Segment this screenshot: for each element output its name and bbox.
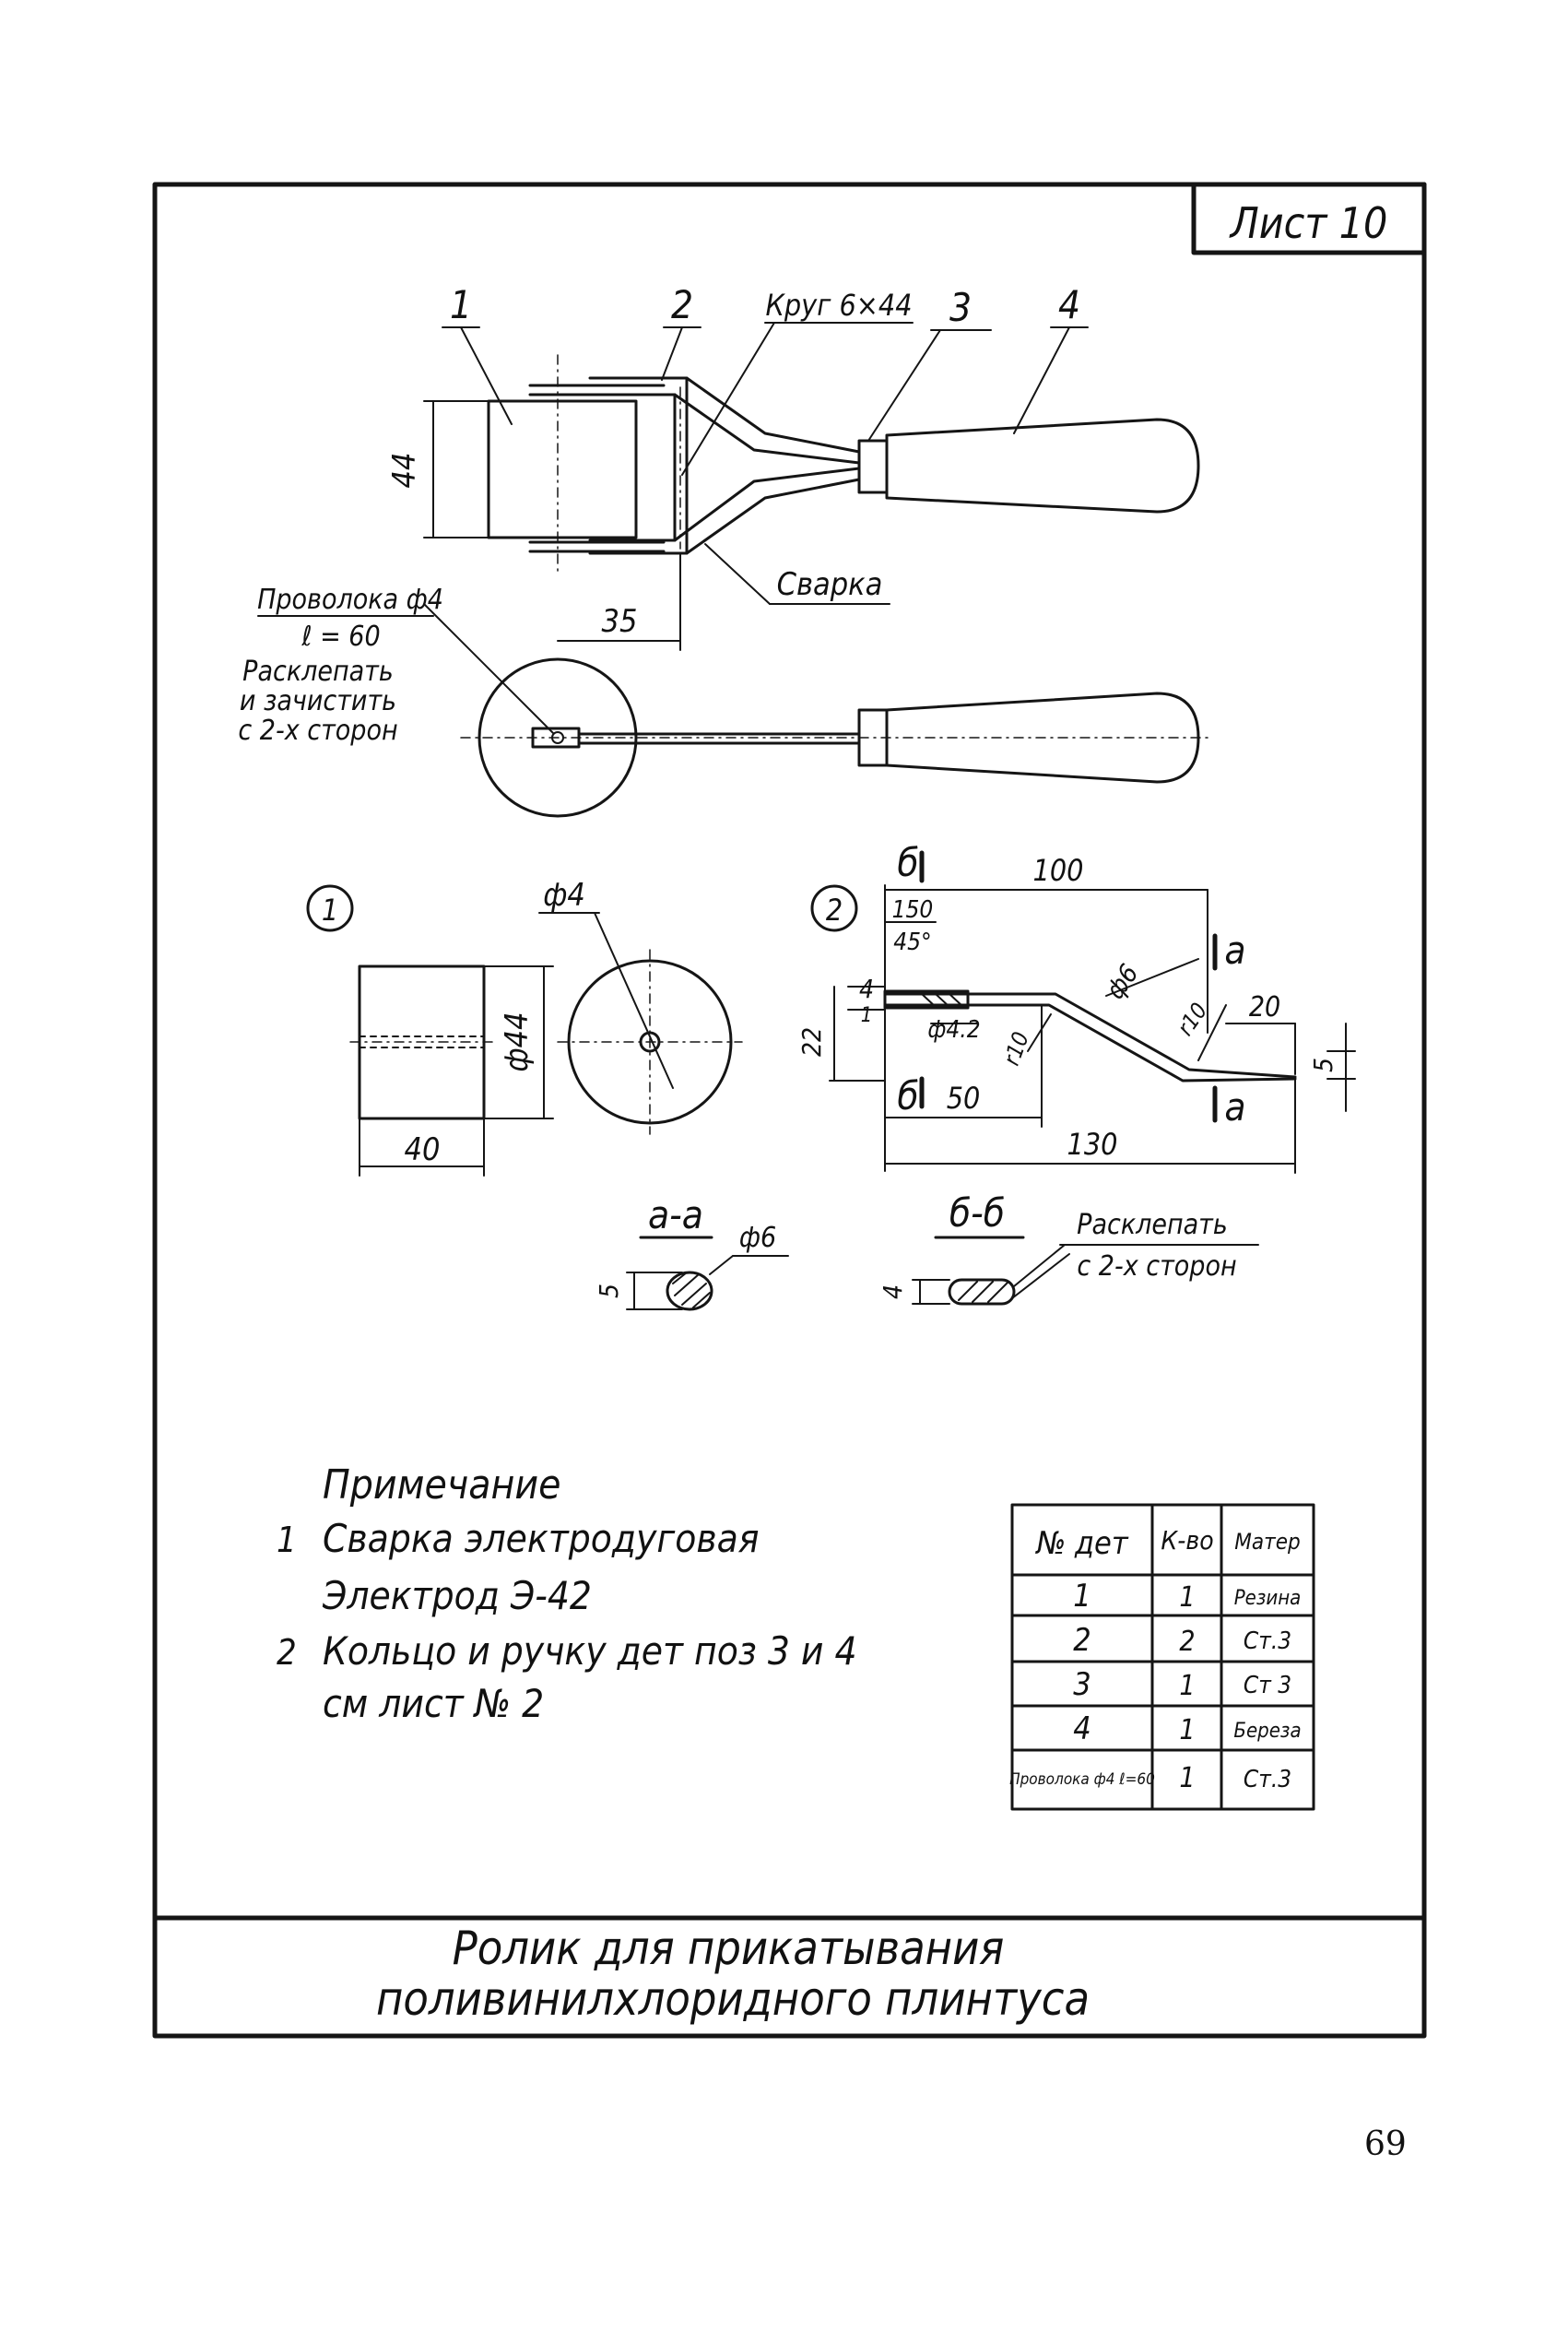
parts-table: № дет К-во Матер 1 1 Резина 2 2 Ст.3 3 1…: [1009, 1503, 1315, 1811]
notes-title: Примечание: [323, 1461, 560, 1509]
table-row-1-det: 1: [1073, 1578, 1091, 1615]
svg-text:Расклепать: Расклепать: [242, 656, 394, 688]
detail-1-marker: 1: [322, 893, 338, 928]
dim-5: 5: [1308, 1058, 1338, 1072]
table-header-det: № дет: [1034, 1525, 1129, 1562]
table-row-3-qty: 1: [1179, 1670, 1195, 1702]
section-bb-note-2: с 2-х сторон: [1077, 1250, 1236, 1283]
table-header-material: Матер: [1234, 1529, 1300, 1555]
pos-label-3: 3: [949, 285, 972, 330]
detail-1-dim-width: 40: [405, 1131, 441, 1168]
wire-note: Проволока ф4 ℓ = 60 Расклепать и зачисти…: [238, 584, 443, 747]
dim-width-35: 35: [602, 603, 638, 640]
dim-130: 130: [1067, 1127, 1118, 1162]
section-a-bottom-mark: а: [1224, 1084, 1245, 1130]
main-top-view: 1 2 Круг 6×44 3 4 Сварка 44 35: [386, 282, 1200, 651]
table-header-qty: К-во: [1161, 1525, 1213, 1556]
dim-20: 20: [1249, 991, 1280, 1024]
table-row-2-qty: 2: [1179, 1626, 1195, 1658]
title-block: Ролик для прикатывания поливинилхлоридно…: [376, 1922, 1090, 2026]
dim-r10-left: r10: [998, 1028, 1034, 1069]
sheet-label-box: Лист 10: [1191, 182, 1427, 255]
svg-text:с 2-х сторон: с 2-х сторон: [238, 715, 397, 747]
section-aa-title: а-а: [648, 1192, 703, 1237]
section-b-top-mark: б: [897, 840, 918, 885]
detail-1-dim-hole: ф4: [543, 877, 585, 914]
section-bb-title: б-б: [949, 1190, 1005, 1236]
side-view: [423, 603, 1208, 818]
title-line-2: поливинилхлоридного плинтуса: [376, 1972, 1090, 2026]
svg-text:Проволока ф4: Проволока ф4: [257, 584, 443, 616]
weld-label: Сварка: [777, 566, 883, 603]
section-bb-note-1: Расклепать: [1077, 1209, 1228, 1241]
dim-height-44: 44: [386, 453, 423, 489]
note-1-text: Сварка электродуговая: [323, 1516, 759, 1561]
table-row-3-material: Ст 3: [1244, 1672, 1291, 1699]
section-a-top-mark: а: [1224, 928, 1245, 973]
section-aa: а-а 5 ф6: [594, 1192, 789, 1311]
table-row-4-qty: 1: [1179, 1714, 1195, 1746]
dim-1: 1: [861, 1004, 873, 1027]
dim-100: 100: [1033, 853, 1084, 888]
round-bar-label: Круг 6×44: [765, 288, 912, 323]
dim-phi42: ф4.2: [927, 1016, 980, 1044]
pos-label-2: 2: [671, 282, 693, 327]
table-row-5-qty: 1: [1179, 1762, 1195, 1794]
table-row-5-det: Проволока ф4 ℓ=60: [1009, 1770, 1155, 1789]
section-aa-diam: ф6: [739, 1222, 776, 1254]
section-b-bottom-mark: б: [897, 1073, 918, 1118]
detail-1: 1 ф44 40 ф4: [306, 877, 743, 1177]
pos-label-1: 1: [450, 282, 472, 327]
dim-22: 22: [796, 1027, 827, 1057]
section-bb-thickness: 4: [878, 1284, 908, 1299]
table-row-1-qty: 1: [1179, 1581, 1195, 1614]
pos-label-4: 4: [1058, 282, 1080, 327]
note-1b-text: Электрод Э-42: [322, 1573, 592, 1618]
table-row-3-det: 3: [1073, 1666, 1091, 1703]
sheet-label: Лист 10: [1229, 198, 1388, 248]
table-row-2-material: Ст.3: [1244, 1627, 1291, 1655]
note-1-num: 1: [277, 1520, 297, 1560]
note-2-text: Кольцо и ручку дет поз 3 и 4: [323, 1628, 857, 1674]
notes: Примечание 1 Сварка электродуговая Элект…: [277, 1461, 857, 1726]
note-2-num: 2: [277, 1632, 297, 1673]
dim-4: 4: [859, 974, 874, 1004]
detail-2: 2 б б а а: [796, 840, 1356, 1174]
detail-2-marker: 2: [826, 893, 843, 928]
page-number: 69: [1364, 2125, 1407, 2163]
dim-phi6: ф6: [1100, 959, 1145, 1005]
svg-text:и зачистить: и зачистить: [240, 685, 396, 717]
section-aa-thickness: 5: [594, 1284, 624, 1298]
table-row-2-det: 2: [1073, 1622, 1091, 1659]
table-row-4-det: 4: [1073, 1710, 1091, 1747]
dim-r10-right: r10: [1173, 998, 1213, 1040]
dim-50: 50: [947, 1081, 981, 1116]
table-row-5-material: Ст.3: [1244, 1766, 1291, 1793]
title-line-1: Ролик для прикатывания: [453, 1922, 1005, 1975]
dim-45: 45°: [893, 929, 931, 956]
dim-150: 150: [892, 896, 934, 924]
table-row-1-material: Резина: [1234, 1587, 1302, 1610]
table-row-4-material: Береза: [1233, 1720, 1301, 1743]
svg-text:ℓ = 60: ℓ = 60: [301, 621, 380, 653]
note-2b-text: см лист № 2: [323, 1681, 544, 1726]
detail-1-dim-diam: ф44: [499, 1012, 536, 1071]
drawing-frame: [152, 182, 1427, 2039]
section-bb: б-б 4 Расклепать с 2-х сторон: [878, 1190, 1259, 1306]
